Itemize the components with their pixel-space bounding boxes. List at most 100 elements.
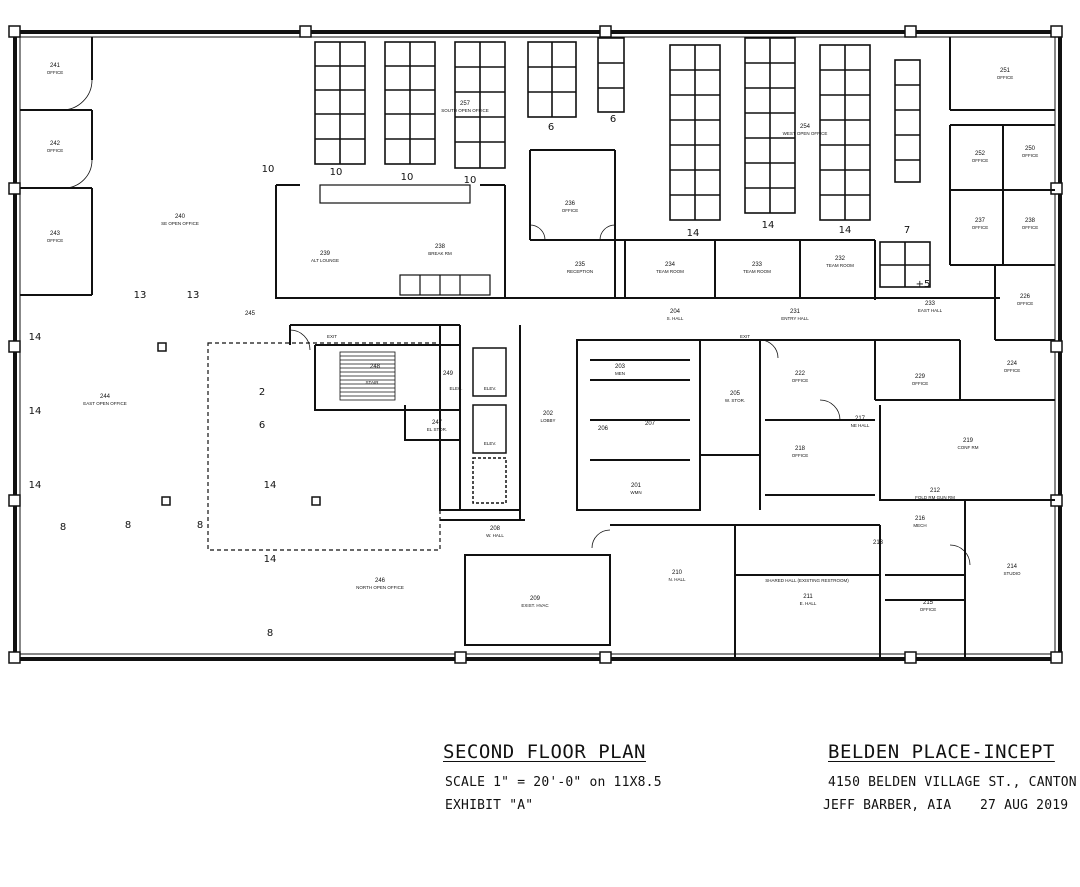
svg-text:211: 211	[803, 594, 813, 600]
svg-text:209: 209	[530, 596, 541, 602]
svg-text:NORTH OPEN OFFICE: NORTH OPEN OFFICE	[356, 585, 404, 590]
svg-text:OFFICE: OFFICE	[792, 453, 809, 458]
svg-text:OFFICE: OFFICE	[792, 378, 809, 383]
elevator-label: ELEV.	[484, 386, 496, 391]
svg-text:232: 232	[835, 256, 846, 262]
svg-text:ENTRY HALL: ENTRY HALL	[781, 316, 809, 321]
count-label: 14	[762, 220, 775, 231]
svg-text:OFFICE: OFFICE	[1022, 225, 1039, 230]
count-label: 13	[134, 290, 147, 301]
svg-text:205: 205	[730, 391, 741, 397]
svg-text:204: 204	[670, 309, 681, 315]
svg-text:217: 217	[855, 416, 866, 422]
svg-text:240: 240	[175, 214, 186, 220]
count-label: 7	[904, 225, 910, 236]
room-249: 249	[443, 371, 454, 377]
svg-text:242: 242	[50, 141, 61, 147]
count-label: 10	[464, 175, 477, 186]
svg-text:208: 208	[490, 526, 501, 532]
svg-text:EXIST. HVAC: EXIST. HVAC	[521, 603, 549, 608]
project-name: BELDEN PLACE-INCEPT	[828, 741, 1055, 763]
svg-text:OFFICE: OFFICE	[47, 148, 64, 153]
svg-text:206: 206	[598, 426, 609, 432]
svg-text:EL STOR.: EL STOR.	[427, 427, 447, 432]
structural-columns	[8, 25, 1063, 664]
svg-text:OFFICE: OFFICE	[997, 75, 1014, 80]
svg-text:237: 237	[975, 218, 986, 224]
stair-label: STAIR	[366, 380, 380, 385]
svg-text:WMN: WMN	[630, 490, 641, 495]
svg-text:FOLD RM GUN RM: FOLD RM GUN RM	[915, 495, 955, 500]
room-207: 207	[645, 421, 656, 427]
svg-text:OFFICE: OFFICE	[972, 158, 989, 163]
count-label: 6	[548, 122, 554, 133]
count-label: 8	[267, 628, 273, 639]
svg-text:252: 252	[975, 151, 986, 157]
count-label: 14	[264, 480, 277, 491]
svg-text:203: 203	[615, 364, 626, 370]
svg-text:257: 257	[460, 101, 471, 107]
svg-text:244: 244	[100, 394, 111, 400]
svg-text:241: 241	[50, 63, 61, 69]
svg-text:207: 207	[645, 421, 656, 427]
svg-text:OFFICE: OFFICE	[972, 225, 989, 230]
elec-label: ELEC.	[449, 386, 462, 391]
svg-text:SE OPEN OFFICE: SE OPEN OFFICE	[161, 221, 199, 226]
svg-text:EAST OPEN OFFICE: EAST OPEN OFFICE	[83, 401, 126, 406]
svg-text:235: 235	[575, 262, 586, 268]
svg-text:202: 202	[543, 411, 554, 417]
svg-text:210: 210	[672, 570, 683, 576]
svg-text:238: 238	[1025, 218, 1036, 224]
room-245: 245	[245, 311, 256, 317]
svg-text:246: 246	[375, 578, 386, 584]
count-label: 6	[610, 114, 616, 125]
svg-text:MECH: MECH	[913, 523, 926, 528]
count-label: 14	[264, 554, 277, 565]
exit-label: EXIT	[327, 334, 337, 339]
svg-text:214: 214	[1007, 564, 1018, 570]
svg-text:OFFICE: OFFICE	[47, 238, 64, 243]
svg-text:S. HALL: S. HALL	[667, 316, 684, 321]
shared-hall-label: SHARED HALL (EXISTING RESTROOM)	[765, 578, 849, 583]
svg-text:233: 233	[752, 262, 763, 268]
svg-text:OFFICE: OFFICE	[1022, 153, 1039, 158]
svg-text:212: 212	[930, 488, 941, 494]
count-label: 14	[687, 228, 700, 239]
exit-label: EXIT	[740, 334, 750, 339]
svg-text:RECEPTION: RECEPTION	[567, 269, 593, 274]
workstation-clusters	[314, 37, 931, 288]
svg-text:249: 249	[443, 371, 454, 377]
svg-text:OFFICE: OFFICE	[562, 208, 579, 213]
svg-text:201: 201	[631, 483, 642, 489]
workstation-counts: 10 10 10 10 6 6 14 14 14 7 +5 13 13 2 6 …	[29, 114, 931, 639]
exhibit-label: EXHIBIT "A"	[445, 798, 534, 813]
